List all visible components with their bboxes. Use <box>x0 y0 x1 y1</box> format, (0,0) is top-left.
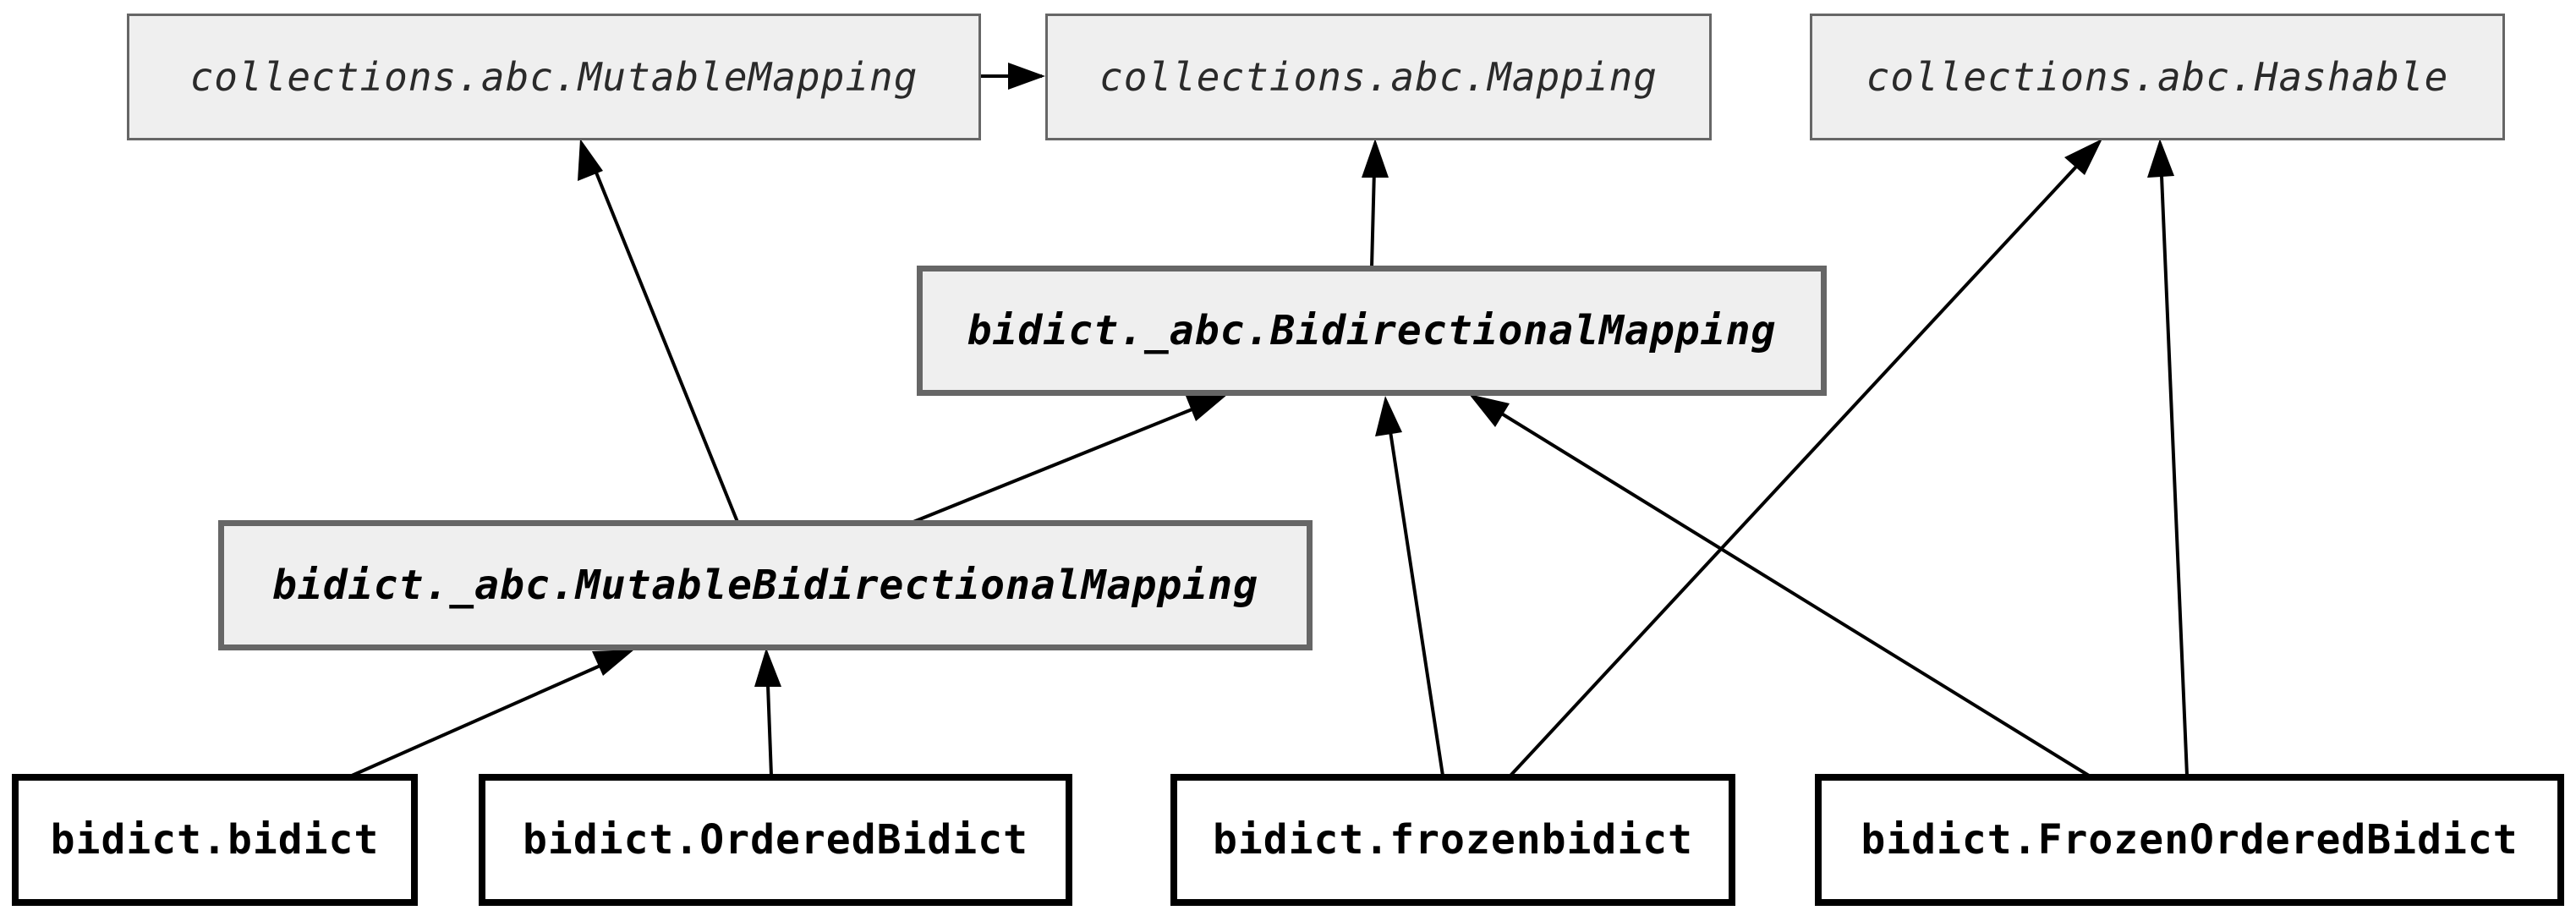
edge-mutable-bidirectional-mapping-to-bidirectional-mapping <box>913 407 1195 524</box>
node-ordered-bidict: bidict.OrderedBidict <box>479 774 1072 906</box>
edge-ordered-bidict-to-mutable-bidirectional-mapping <box>766 684 773 776</box>
node-label: bidict._abc.BidirectionalMapping <box>967 307 1777 354</box>
node-mapping: collections.abc.Mapping <box>1045 14 1712 140</box>
node-label: bidict.OrderedBidict <box>523 816 1028 864</box>
edge-frozenbidict-to-hashable <box>1509 164 2079 777</box>
node-label: bidict._abc.MutableBidirectionalMapping <box>271 562 1259 609</box>
arrowhead <box>592 650 634 676</box>
node-frozenbidict: bidict.frozenbidict <box>1170 774 1735 906</box>
node-label: bidict.frozenbidict <box>1212 816 1694 864</box>
node-label: bidict.FrozenOrderedBidict <box>1861 816 2518 864</box>
node-mutable-bidirectional-mapping: bidict._abc.MutableBidirectionalMapping <box>218 520 1313 650</box>
node-label: collections.abc.MutableMapping <box>189 54 918 100</box>
arrowhead <box>1186 394 1228 421</box>
edge-bidirectional-mapping-to-mapping <box>1370 168 1376 268</box>
node-label: collections.abc.Mapping <box>1099 54 1658 100</box>
node-bidict: bidict.bidict <box>12 774 418 906</box>
arrowhead <box>1375 396 1402 436</box>
edge-mutable-bidirectional-mapping-to-mutable-mapping <box>595 172 739 523</box>
arrowhead <box>1469 394 1510 427</box>
node-frozen-ordered-bidict: bidict.FrozenOrderedBidict <box>1815 774 2564 906</box>
arrowhead <box>2147 139 2174 178</box>
edge-bidict-to-mutable-bidirectional-mapping <box>351 663 603 777</box>
edge-frozenbidict-to-bidirectional-mapping <box>1389 431 1444 776</box>
arrowhead <box>578 139 603 181</box>
arrowhead <box>1362 139 1389 178</box>
arrowhead <box>754 648 781 687</box>
edge-frozen-ordered-bidict-to-bidirectional-mapping <box>1499 411 2091 777</box>
node-bidirectional-mapping: bidict._abc.BidirectionalMapping <box>917 266 1827 396</box>
arrowhead <box>1008 63 1045 90</box>
node-label: collections.abc.Hashable <box>1866 54 2449 100</box>
node-label: bidict.bidict <box>50 816 380 864</box>
edge-frozen-ordered-bidict-to-hashable <box>2160 175 2189 776</box>
node-mutable-mapping: collections.abc.MutableMapping <box>127 14 981 140</box>
arrowhead <box>2064 139 2102 175</box>
node-hashable: collections.abc.Hashable <box>1810 14 2505 140</box>
